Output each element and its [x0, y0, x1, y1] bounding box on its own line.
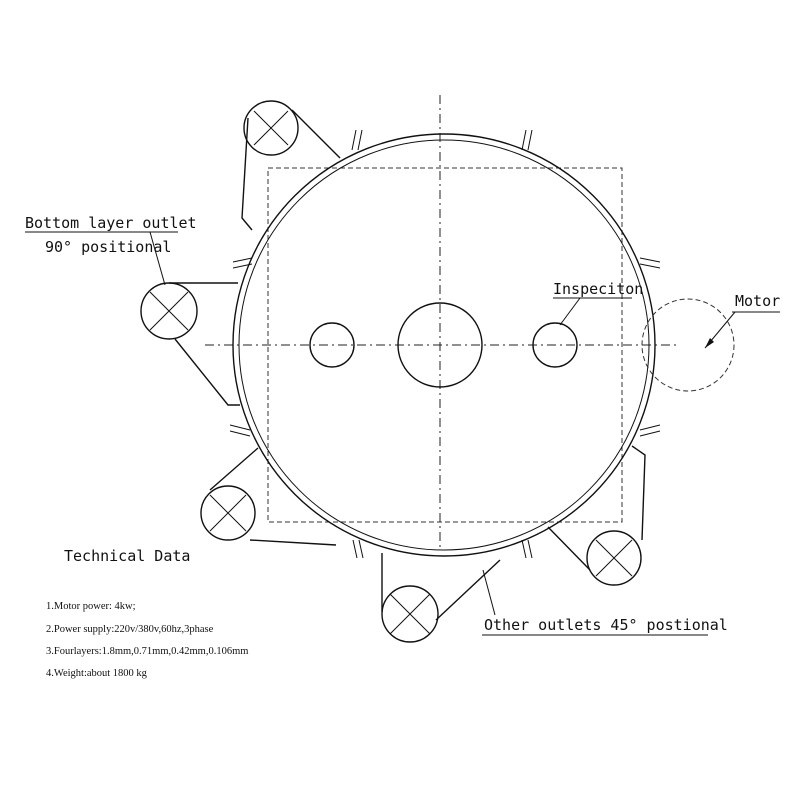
- rim-clamps: [229, 129, 661, 559]
- center-opening: [397, 302, 483, 388]
- outlet-lower-right: [547, 445, 646, 586]
- inspection-port: [532, 322, 578, 368]
- outlet-top-left: [241, 100, 341, 231]
- main-body-inner: [238, 139, 650, 551]
- other-outlets-label: Other outlets 45° postional: [484, 616, 728, 634]
- outlet-lower-left: [200, 447, 337, 546]
- outlet-left: [140, 282, 240, 406]
- left-port: [309, 322, 355, 368]
- technical-data-item: 4.Weight:about 1800 kg: [46, 668, 148, 679]
- motor-outline: [641, 298, 735, 392]
- bottom-outlet-position-label: 90° positional: [45, 238, 171, 256]
- frame-outline: [267, 167, 623, 523]
- technical-data-item: 3.Fourlayers:1.8mm,0.71mm,0.42mm,0.106mm: [46, 646, 248, 657]
- bottom-outlet-label: Bottom layer outlet: [25, 214, 197, 232]
- technical-data-item: 2.Power supply:220v/380v,60hz,3phase: [46, 624, 214, 635]
- leader-lines: [25, 231, 780, 636]
- outlet-bottom: [381, 553, 501, 643]
- technical-data-item: 1.Motor power: 4kw;: [46, 601, 136, 612]
- motor-label: Motor: [735, 292, 780, 310]
- technical-data-title: Technical Data: [64, 547, 190, 565]
- main-body-outer: [232, 133, 656, 557]
- inspection-label: Inspeciton: [553, 280, 643, 298]
